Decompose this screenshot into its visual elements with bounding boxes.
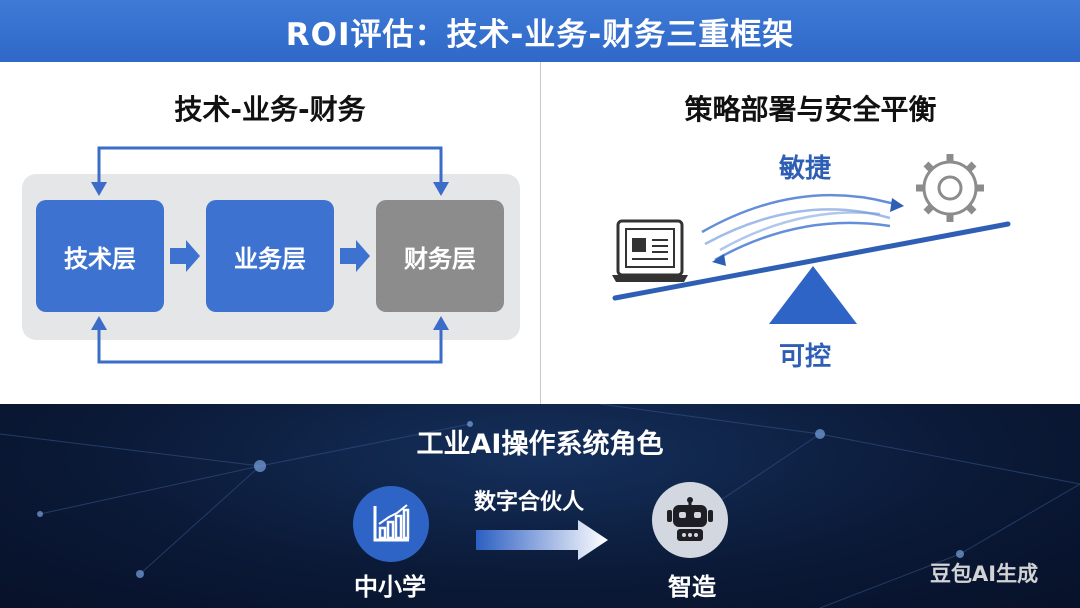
finance-layer-box: 财务层 [376,200,504,312]
smart-manufacturing-label: 智造 [668,573,716,601]
school-label: 中小学 [354,573,426,601]
business-to-finance-arrow [340,240,370,272]
panel-divider [540,62,541,404]
bottom-loop-left-head [91,316,107,330]
framework-panel: 技术-业务-财务 技术层 业务层 财务层 [0,62,540,404]
flow-arrows [91,146,449,364]
role-title: 工业AI操作系统角色 [416,429,664,460]
header-banner: ROI评估：技术-业务-财务三重框架 [0,0,1080,62]
role-panel: 工业AI操作系统角色 中小学 数字合伙人 [0,404,1080,608]
top-loop-arrow [97,146,443,188]
page-title: ROI评估：技术-业务-财务三重框架 [285,16,795,53]
tech-layer-box: 技术层 [36,200,164,312]
watermark: 豆包AI生成 [930,562,1039,586]
strategy-title: 策略部署与安全平衡 [684,93,937,126]
top-loop-left-head [91,182,107,196]
partner-label: 数字合伙人 [474,490,585,515]
bottom-loop-arrow [97,324,443,364]
business-layer-box: 业务层 [206,200,334,312]
tech-to-business-arrow [170,240,200,272]
bottom-loop-right-head [433,316,449,330]
top-loop-right-head [433,182,449,196]
framework-title: 技术-业务-财务 [174,93,366,126]
robot-circle [652,482,728,558]
bar-chart-icon [373,504,410,542]
agile-label: 敏捷 [779,154,832,184]
robot-icon [667,497,713,541]
controllable-label: 可控 [779,342,832,372]
business-layer-label: 业务层 [234,244,306,273]
finance-layer-label: 财务层 [404,244,476,273]
tech-layer-label: 技术层 [64,244,136,273]
school-circle [353,486,429,562]
